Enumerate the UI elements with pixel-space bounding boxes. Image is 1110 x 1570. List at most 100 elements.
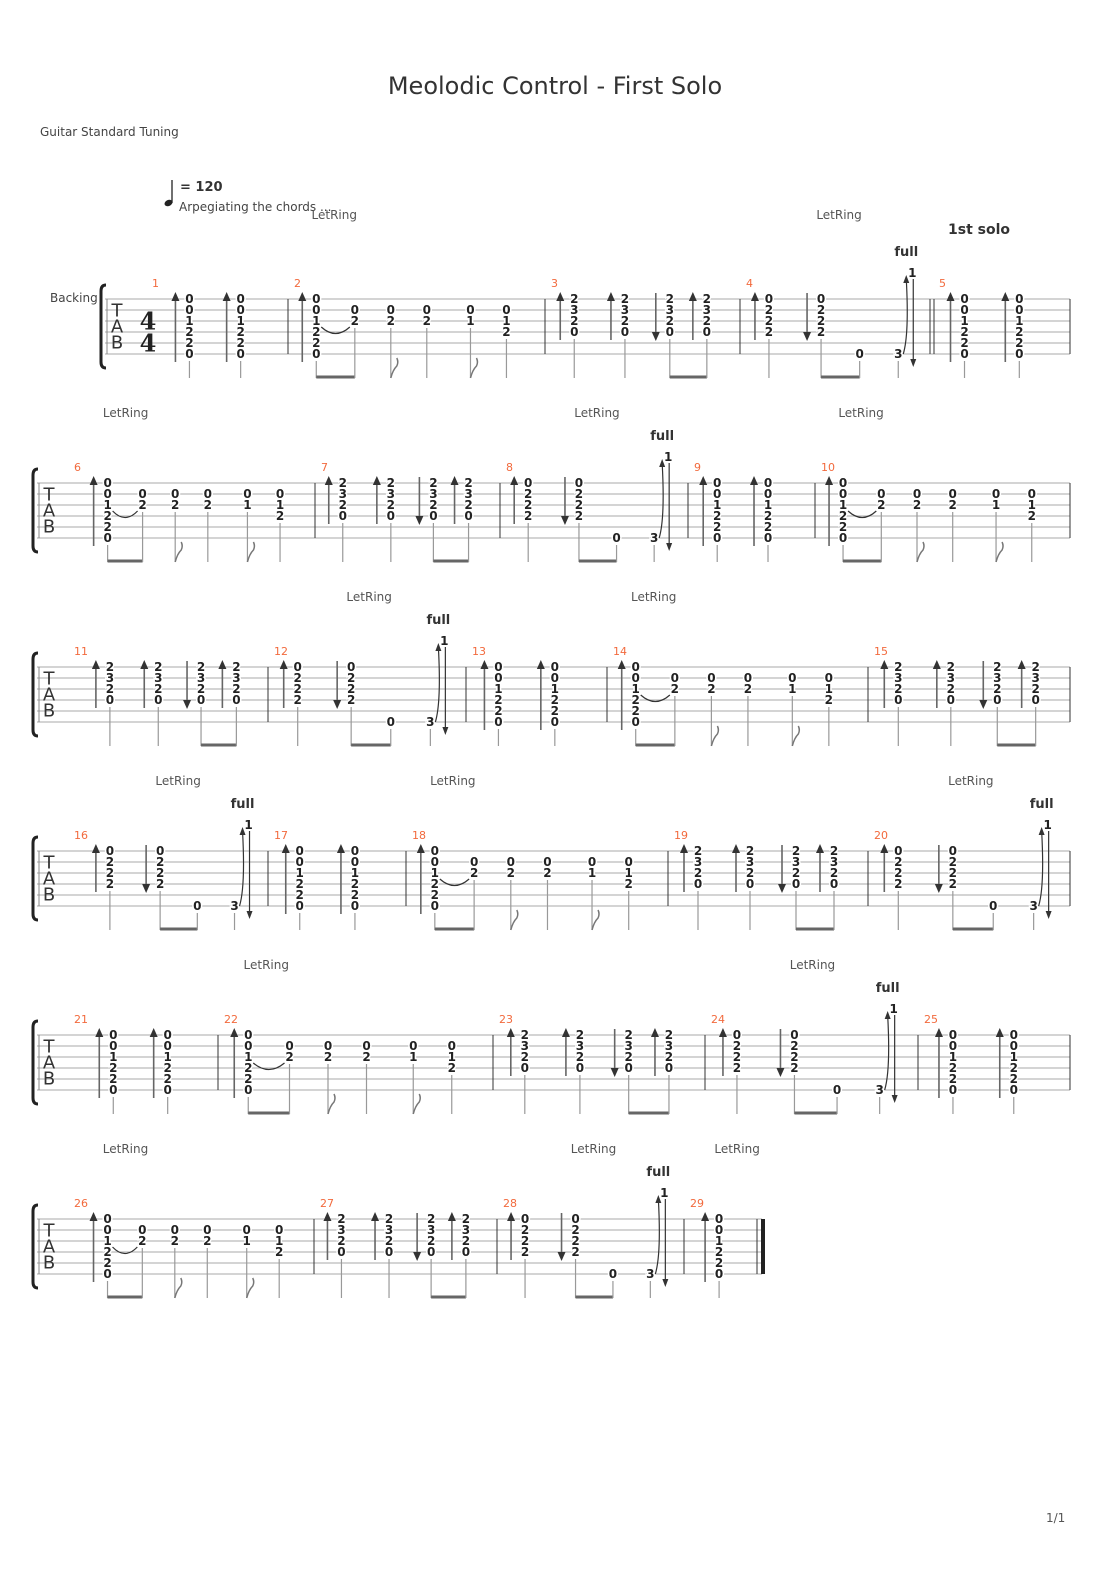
song-title: Meolodic Control - First Solo	[387, 72, 723, 100]
bend-amount-label: full	[894, 245, 918, 260]
eighth-flag-icon	[327, 1093, 336, 1115]
measure-number: 2	[294, 277, 301, 290]
bend-arrow-icon	[659, 459, 666, 467]
release-arrow-icon	[662, 1279, 669, 1287]
fret-number: 0	[109, 1039, 117, 1053]
bend-curve	[1038, 830, 1044, 907]
fret-number: 0	[825, 671, 833, 685]
fret-number: 2	[894, 682, 902, 696]
strum-up-arrow-icon	[880, 660, 889, 669]
fret-number: 2	[387, 314, 395, 328]
fret-number: 2	[949, 498, 957, 512]
strum-down-arrow-icon	[610, 1068, 619, 1077]
strum-up-arrow-icon	[416, 844, 425, 853]
fret-number: 0	[351, 899, 359, 913]
fret-number: 2	[385, 1212, 393, 1226]
fret-number: 3	[666, 303, 674, 317]
release-arrow-icon	[442, 727, 449, 735]
strum-down-arrow-icon	[778, 884, 786, 893]
fret-number: 1	[625, 866, 633, 880]
fret-number: 1	[109, 1050, 117, 1064]
fret-number: 0	[733, 1028, 741, 1042]
fret-number: 2	[894, 877, 902, 891]
fret-number: 0	[1010, 1028, 1018, 1042]
eighth-flag-icon	[469, 357, 479, 379]
eighth-flag-icon	[390, 357, 399, 379]
fret-number: 3	[650, 531, 658, 545]
fret-number: 0	[464, 509, 472, 523]
bend-arrow-icon	[884, 1011, 891, 1019]
fret-number: 3	[429, 487, 437, 501]
tab-clef-b: B	[43, 1069, 55, 1090]
final-barline	[761, 1219, 765, 1274]
fret-number: 2	[671, 682, 679, 696]
fret-number: 0	[466, 303, 474, 317]
beat: 02	[742, 670, 754, 746]
fret-number: 1	[788, 682, 796, 696]
fret-number: 2	[347, 671, 355, 685]
tab-clef-t: T	[43, 1037, 56, 1058]
measure-number: 20	[874, 829, 888, 842]
fret-number: 2	[694, 866, 702, 880]
fret-number: 0	[276, 487, 284, 501]
fret-number: 0	[138, 487, 146, 501]
bend-curve	[884, 1014, 890, 1091]
strum-up-arrow-icon	[556, 292, 565, 301]
fret-number: 1	[276, 498, 284, 512]
eighth-flag-icon	[412, 1093, 421, 1115]
fret-number: 2	[521, 1223, 529, 1237]
fret-number: 2	[521, 1050, 529, 1064]
fret-number: 0	[524, 476, 532, 490]
fret-number: 2	[839, 520, 847, 534]
fret-number: 2	[707, 682, 715, 696]
fret-number: 0	[551, 671, 559, 685]
fret-number: 2	[464, 498, 472, 512]
bend-curve	[902, 278, 908, 355]
eighth-flag-icon	[710, 725, 720, 747]
slur-icon	[847, 510, 877, 519]
fret-number: 2	[625, 1028, 633, 1042]
measure-number: 17	[274, 829, 288, 842]
beat: 02	[202, 486, 213, 562]
fret-number: 0	[993, 693, 1001, 707]
fret-number: 0	[790, 1028, 798, 1042]
fret-number: 2	[817, 325, 825, 339]
strum-up-arrow-icon	[507, 1212, 516, 1221]
fret-number: 2	[551, 704, 559, 718]
fret-number: 1	[825, 682, 833, 696]
beat: 012	[823, 670, 835, 746]
fret-number: 0	[1028, 487, 1036, 501]
strum-up-arrow-icon	[510, 476, 519, 485]
system-bracket	[31, 1019, 39, 1106]
fret-number: 0	[236, 292, 244, 306]
fret-number: 2	[947, 682, 955, 696]
tab-clef-a: A	[43, 501, 56, 522]
fret-number: 3	[462, 1223, 470, 1237]
fret-number: 0	[431, 899, 439, 913]
fret-number: 2	[156, 866, 164, 880]
beat: 02	[421, 302, 432, 378]
fret-number: 0	[1010, 1083, 1018, 1097]
fret-number: 0	[164, 1039, 172, 1053]
fret-number: 2	[570, 314, 578, 328]
fret-number: 0	[947, 693, 955, 707]
strum-up-arrow-icon	[171, 292, 180, 301]
fret-number: 2	[551, 693, 559, 707]
fret-number: 2	[462, 1212, 470, 1226]
